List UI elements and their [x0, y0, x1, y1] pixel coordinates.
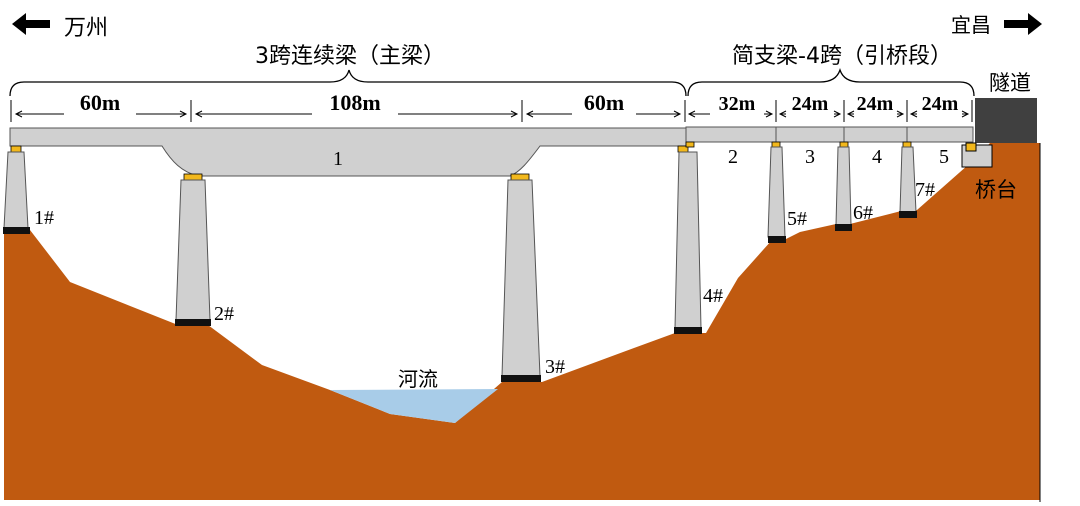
span-number-3: 3: [805, 146, 815, 168]
span-length-24m-c: 24m: [922, 93, 959, 115]
terrain-profile: [4, 143, 1040, 500]
pier-label-2: 2#: [214, 303, 234, 325]
approach-girder-5: [906, 126, 974, 143]
abutment-label: 桥台: [975, 178, 1017, 202]
pier-3: [501, 173, 541, 382]
pier-label-3: 3#: [545, 356, 565, 378]
approach-girder-4: [843, 126, 908, 143]
span-length-24m-b: 24m: [857, 93, 894, 115]
pier-1: [3, 145, 30, 234]
pier-label-6: 6#: [853, 202, 873, 224]
span-number-4: 4: [872, 146, 882, 168]
pier-4: [674, 141, 702, 334]
direction-left-label: 万州: [64, 16, 108, 41]
pier-label-5: 5#: [787, 208, 807, 230]
span-number-5: 5: [939, 146, 949, 168]
pier-7: [899, 141, 917, 218]
pier-label-4: 4#: [703, 285, 723, 307]
span-length-32m: 32m: [719, 93, 756, 115]
dimension-ticks: [10, 100, 973, 122]
main-span-brace: [9, 69, 687, 97]
pier-label-1: 1#: [34, 207, 54, 229]
approach-span-label: 简支梁-4跨（引桥段）: [732, 44, 952, 69]
direction-right-label: 宜昌: [951, 13, 991, 37]
dimension-arrows: [14, 110, 970, 118]
span-length-60m-left: 60m: [80, 90, 120, 115]
river-water: [330, 389, 498, 423]
pier-5: [767, 141, 786, 243]
approach-span-brace: [687, 67, 975, 97]
arrow-left-icon: [12, 13, 50, 35]
pier-6: [835, 141, 852, 231]
abutment-bearing: [965, 142, 977, 152]
span-length-108m: 108m: [329, 90, 380, 115]
span-length-24m-a: 24m: [792, 93, 829, 115]
tunnel-label: 隧道: [989, 71, 1031, 95]
approach-girder-2: [685, 126, 777, 143]
arrow-right-icon: [1004, 13, 1042, 35]
river-label: 河流: [398, 367, 438, 391]
main-girder: [9, 127, 687, 177]
tunnel-block: [975, 98, 1037, 143]
pier-label-7: 7#: [915, 179, 935, 201]
span-number-2: 2: [728, 146, 738, 168]
approach-girder-3: [775, 126, 845, 143]
span-length-60m-right: 60m: [584, 90, 624, 115]
span-number-1: 1: [333, 148, 343, 170]
main-span-label: 3跨连续梁（主梁）: [255, 44, 445, 69]
pier-2: [175, 173, 211, 326]
